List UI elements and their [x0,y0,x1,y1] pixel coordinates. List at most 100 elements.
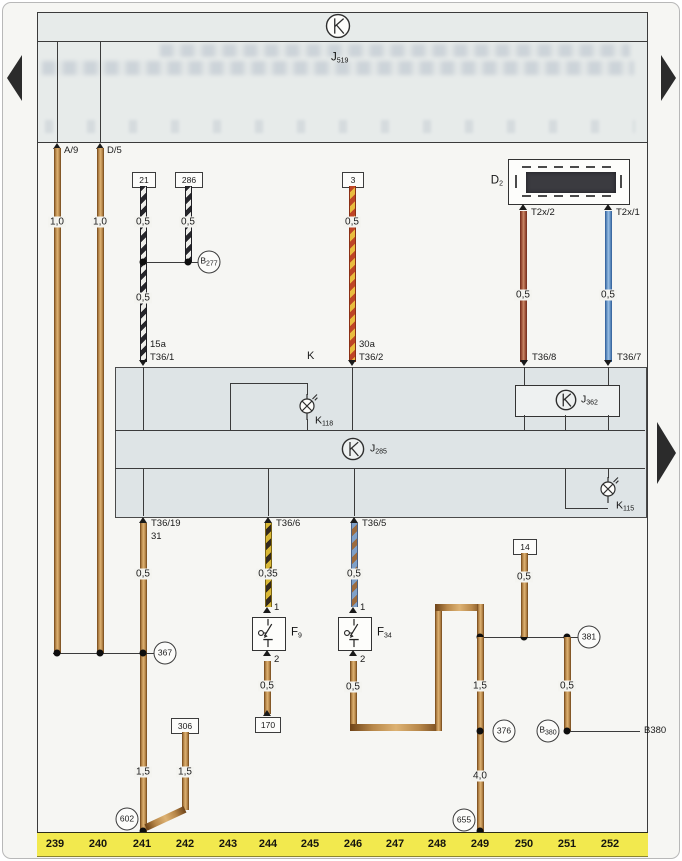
terminal-arrow-icon [348,360,356,366]
track-number-band [37,832,648,857]
junction-circle-602: 602 [115,807,139,831]
terminal-label-t36-1: T36/1 [150,352,175,363]
pin-label-2: 2 [360,654,366,665]
connector-box-170: 170 [255,717,281,733]
switch-f34-box [338,617,372,651]
d2-dash-row [522,195,614,197]
internal-lead [307,419,308,430]
terminal-arrow-icon [263,710,271,716]
internal-lead [143,468,144,516]
d2-tick [620,175,622,188]
wire-size-label: 1,5 [134,766,152,778]
internal-lead [565,415,566,430]
internal-lead [268,468,269,516]
terminal-arrow-icon [139,517,147,523]
wire-size-label: 1,0 [48,216,66,228]
wire-f34-route-vertical [434,604,442,731]
bus-bottom-line [37,41,648,42]
wire-size-label: 0,5 [179,216,197,228]
internal-lead [565,468,566,508]
junction-circle-376: 376 [492,719,516,743]
wire-t36-5-blue-brown [350,523,358,607]
switch-symbol-icon [339,618,369,648]
track-number: 242 [175,838,195,850]
track-number: 247 [385,838,405,850]
terminal-label-t36-5: T36/5 [362,518,387,529]
pin-arrow-icon [263,650,271,656]
pin-arrow-icon [349,607,357,613]
junction-circle-655: 655 [452,808,476,832]
terminal-label-d5: D/5 [107,145,122,156]
wire-f34-route-top [434,604,484,611]
internal-lead [352,367,353,430]
pin-arrow-icon [349,650,357,656]
wire-t2x1-blue [604,211,612,362]
k-circle-symbol-icon [325,13,351,39]
bus-lead [57,41,58,142]
terminal-arrow-icon [53,143,61,149]
bus-top-line [37,12,648,13]
wire-t36-19-brown [139,523,147,832]
track-number: 241 [132,838,152,850]
terminal-label-t36-7: T36/7 [617,352,642,363]
d2-tick [515,175,517,188]
k-circle-symbol-icon [341,437,365,461]
terminal-label-t36-19: T36/19 [151,518,181,529]
junction-dot [563,727,571,735]
reference-label-b380: B380 [644,725,667,736]
terminal-label-30a: 30a [359,339,375,350]
wire-a9-brown [53,148,61,653]
internal-lead [524,367,525,385]
terminal-arrow-icon [264,517,272,523]
pin-arrow-icon [263,607,271,613]
terminal-arrow-icon [350,517,358,523]
terminal-label-t36-8: T36/8 [532,352,557,363]
k-circle-symbol-icon [555,389,577,411]
terminal-label-t36-2: T36/2 [359,352,384,363]
internal-lead [143,367,144,430]
track-number: 252 [600,838,620,850]
track-number: 239 [45,838,65,850]
terminal-arrow-icon [139,360,147,366]
wire-size-label: 1,0 [91,216,109,228]
bus-lead [100,41,101,142]
track-number: 246 [343,838,363,850]
track-number: 240 [88,838,108,850]
point-label-k: K [307,350,315,362]
bleedthrough-number-row [45,120,635,133]
page-continuation-arrow-right-icon [661,55,676,101]
component-label-j362: J362 [581,393,598,407]
wire-t2x2-brown-red [519,211,527,362]
terminal-label-t36-6: T36/6 [276,518,301,529]
left-margin-line [37,12,38,832]
internal-lead [307,383,308,395]
wire-size-label: 0,5 [599,289,617,301]
wire-size-label: 0,5 [258,680,276,692]
terminal-label-t2x2: T2x/2 [531,207,555,218]
junction-line [480,637,578,638]
wire-size-label: 0,5 [134,568,152,580]
wire-size-label: 1,5 [176,766,194,778]
wire-size-label: 0,5 [515,571,533,583]
junction-dot [139,827,147,835]
track-number: 243 [218,838,238,850]
terminal-label-t2x1: T2x/1 [616,207,640,218]
terminal-label-31: 31 [151,531,162,542]
component-j362-box [515,385,620,417]
terminal-arrow-icon [96,143,104,149]
track-number: 248 [427,838,447,850]
pin-label-1: 1 [274,602,280,613]
junction-dot [476,727,484,735]
wire-size-label: 0,5 [134,216,152,228]
wire-3-red-yellow [348,186,356,362]
track-number: 245 [300,838,320,850]
junction-dot [139,649,147,657]
component-label-k118: K118 [315,414,334,428]
track-number: 250 [514,838,534,850]
wire-size-label: 0,5 [558,680,576,692]
component-label-j285: J285 [370,442,387,456]
component-label-f34: F34 [377,626,392,640]
wire-size-label: 0,5 [134,292,152,304]
junction-dot [476,827,484,835]
